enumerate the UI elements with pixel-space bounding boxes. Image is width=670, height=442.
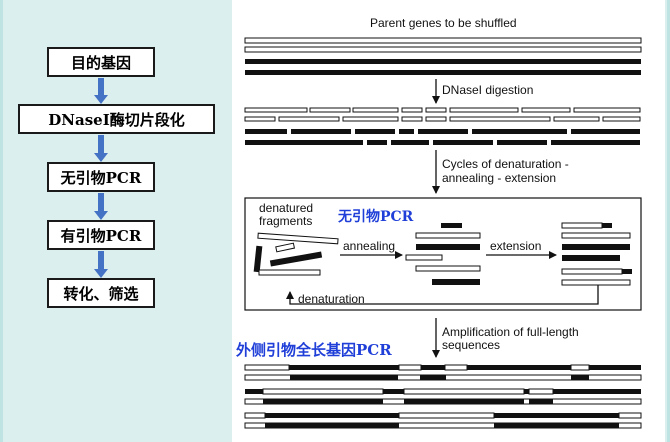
- amplification-label-line1: Amplification of full-length: [442, 325, 579, 339]
- annealing-label: annealing: [343, 239, 396, 253]
- parent-genes: [244, 37, 642, 75]
- no-primer-pcr-label: 无引物PCR: [338, 209, 414, 225]
- flow-arrow-1: [94, 78, 108, 104]
- step-transform-screen: 转化、筛选: [47, 278, 155, 308]
- denaturation-label: denaturation: [298, 292, 365, 306]
- outer-primer-pcr-label: 外侧引物全长基因PCR: [236, 341, 392, 359]
- flow-arrow-4: [94, 251, 108, 278]
- denatured-label-line1: denatured: [259, 201, 314, 215]
- step-target-gene: 目的基因: [47, 47, 155, 77]
- denaturation-arrow: [286, 285, 599, 305]
- cycles-label-line1: Cycles of denaturation -: [442, 157, 569, 171]
- digested-fragments: [244, 107, 641, 145]
- cycles-label-line2: annealing - extension: [442, 171, 557, 185]
- annealed-strands: [405, 223, 481, 285]
- parent-genes-title: Parent genes to be shuffled: [370, 16, 517, 30]
- pcr-cycle-box: [244, 197, 642, 311]
- step-dnase-fragmentation: DNaseI酶切片段化: [18, 104, 215, 134]
- extended-strands: [561, 222, 632, 286]
- denatured-label-line2: fragments: [259, 214, 313, 228]
- amplification-label-line2: sequences: [442, 338, 501, 352]
- flow-arrow-2: [94, 135, 108, 162]
- digestion-label: DNaseI digestion: [442, 83, 534, 97]
- denatured-fragments: [253, 232, 339, 276]
- step-no-primer-pcr: 无引物PCR: [47, 162, 155, 192]
- shuffled-products: [244, 364, 642, 429]
- flow-arrow-3: [94, 193, 108, 220]
- step-primer-pcr: 有引物PCR: [47, 220, 155, 250]
- extension-label: extension: [490, 239, 542, 253]
